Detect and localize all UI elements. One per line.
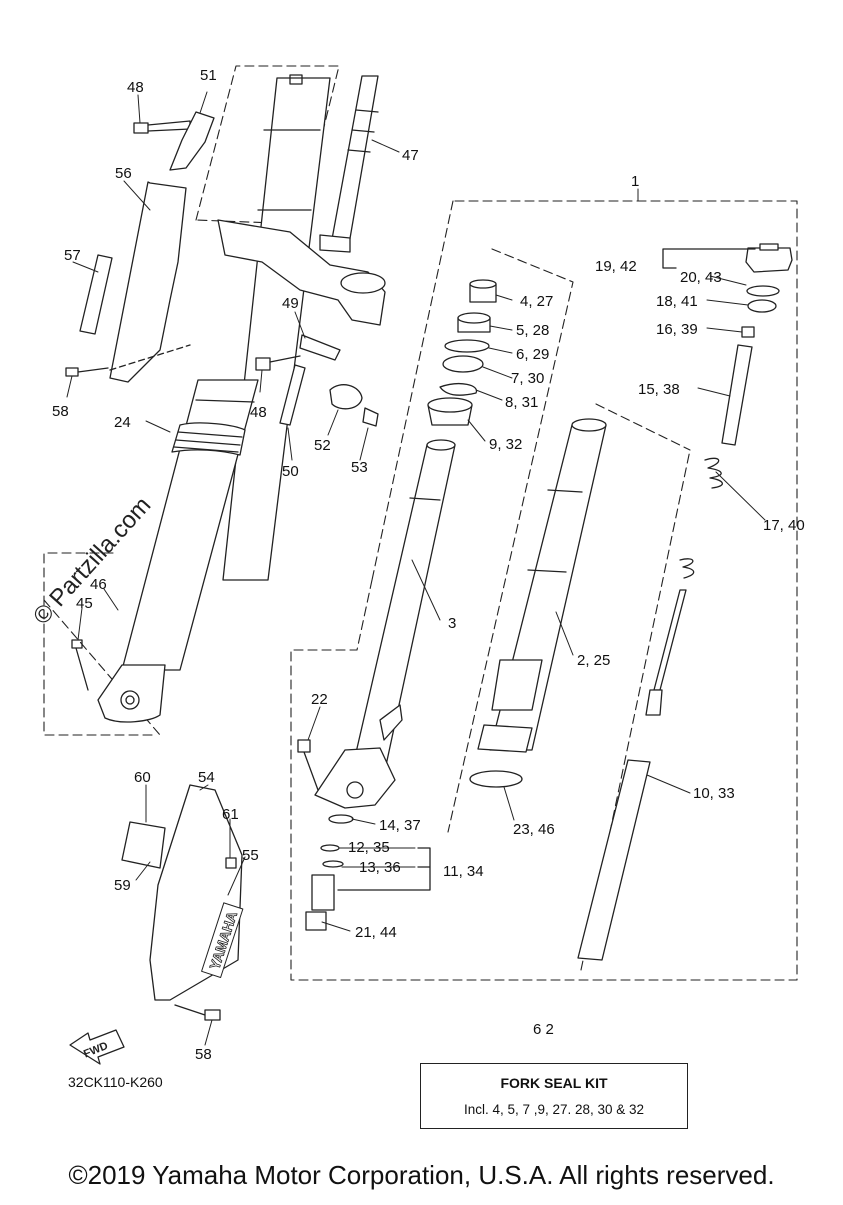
callout-2_25: 2, 25 [577, 652, 611, 669]
callout-20_43: 20, 43 [680, 269, 722, 286]
triple-clamp [217, 75, 386, 326]
callout-17_40: 17, 40 [763, 517, 805, 534]
callout-11_34: 11, 34 [443, 863, 484, 880]
callout-56: 56 [115, 165, 132, 182]
callout-49: 49 [282, 295, 299, 312]
callout-48b: 48 [250, 404, 267, 421]
callout-46: 46 [90, 576, 107, 593]
callout-13_36: 13, 36 [359, 859, 401, 876]
callout-1: 1 [631, 173, 640, 190]
spring-seat-15 [721, 344, 753, 446]
callout-8_31: 8, 31 [505, 394, 539, 411]
inner-tube-3 [314, 439, 456, 809]
seal-stack [427, 279, 497, 426]
screw-58a [65, 367, 109, 377]
callout-58a: 58 [52, 403, 69, 420]
decal-57 [79, 254, 113, 335]
callout-51: 51 [200, 67, 217, 84]
bracket-line-19 [662, 248, 756, 269]
ring-23 [469, 770, 523, 788]
callout-4_27: 4, 27 [520, 293, 554, 310]
fork-guard-56 [109, 181, 191, 383]
callout-53: 53 [351, 459, 368, 476]
callout-14_37: 14, 37 [379, 817, 421, 834]
o-ring-20 [746, 285, 780, 297]
callout-19_42: 19, 42 [595, 258, 637, 275]
callout-47: 47 [402, 147, 419, 164]
callout-60: 60 [134, 769, 151, 786]
callout-62: 6 2 [533, 1021, 554, 1038]
damper-rod-10 [577, 589, 687, 961]
outer-tube-2 [477, 418, 607, 753]
callout-54: 54 [198, 769, 215, 786]
callout-5_28: 5, 28 [516, 322, 550, 339]
callout-16_39: 16, 39 [656, 321, 698, 338]
callout-18_41: 18, 41 [656, 293, 698, 310]
fwd-arrow-icon [69, 1029, 125, 1065]
callout-9_32: 9, 32 [489, 436, 523, 453]
bracket-line-11 [337, 847, 431, 891]
callout-45: 45 [76, 595, 93, 612]
callout-6_29: 6, 29 [516, 346, 550, 363]
washer-18 [747, 299, 777, 313]
part-code: 32CK110-K260 [68, 1074, 163, 1090]
callout-59: 59 [114, 877, 131, 894]
kit-description: Incl. 4, 5, 7 ,9, 27. 28, 30 & 32 [463, 1102, 645, 1117]
callout-12_35: 12, 35 [348, 839, 390, 856]
left-fork-assembly [71, 74, 331, 723]
callout-24: 24 [114, 414, 131, 431]
callout-48a: 48 [127, 79, 144, 96]
clamp-52 [329, 384, 363, 410]
callout-61: 61 [222, 806, 239, 823]
callout-57: 57 [64, 247, 81, 264]
leader-lines [66, 91, 766, 1046]
callout-58b: 58 [195, 1046, 212, 1063]
callout-10_33: 10, 33 [693, 785, 735, 802]
kit-title: FORK SEAL KIT [500, 1075, 608, 1091]
bolt-48-top [133, 120, 191, 134]
cable-guide [255, 334, 341, 426]
callout-23_46: 23, 46 [513, 821, 555, 838]
callout-7_30: 7, 30 [511, 370, 545, 387]
callout-52: 52 [314, 437, 331, 454]
callout-15_38: 15, 38 [638, 381, 680, 398]
callout-55: 55 [242, 847, 259, 864]
bolt-22 [297, 739, 319, 791]
callout-22: 22 [311, 691, 328, 708]
bolt-53 [362, 407, 379, 427]
callout-50: 50 [282, 463, 299, 480]
cap-bolt-19 [745, 243, 793, 273]
copyright-notice: ©2019 Yamaha Motor Corporation, U.S.A. A… [68, 1160, 775, 1190]
damper-adjuster-parts [305, 814, 354, 931]
callout-3: 3 [448, 615, 457, 632]
fork-seal-kit-box: FORK SEAL KIT Incl. 4, 5, 7 ,9, 27. 28, … [420, 1063, 688, 1129]
callout-21_44: 21, 44 [355, 924, 397, 941]
bracket-51 [169, 111, 215, 171]
nut-16 [741, 326, 755, 338]
spring-17 [704, 457, 723, 489]
